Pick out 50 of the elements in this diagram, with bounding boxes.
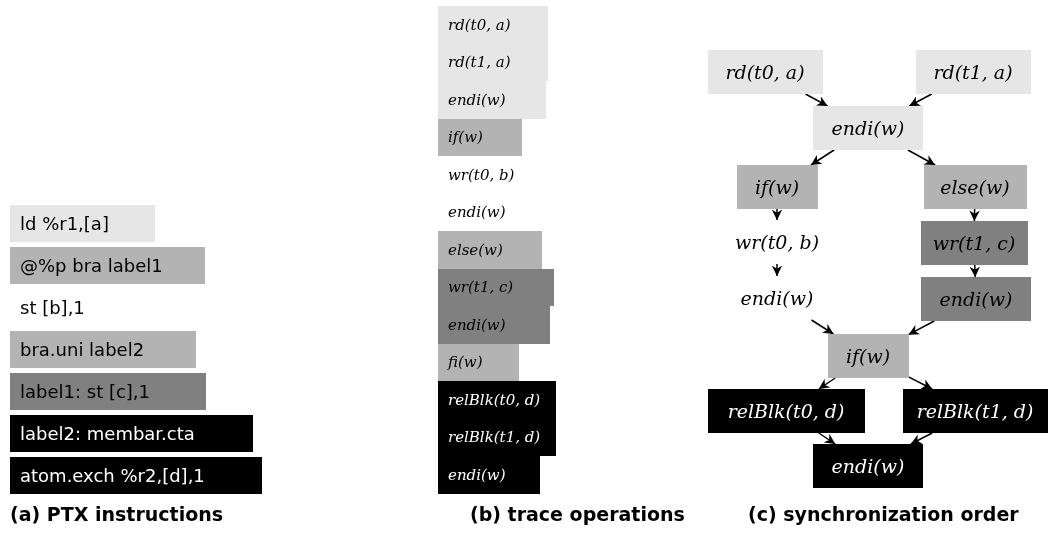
instruction-text: st [b],1 (10, 289, 118, 326)
arrow (910, 432, 933, 445)
operation-text: wr(t0, b) (722, 220, 832, 264)
instruction-box: ld %r1,[a] (10, 205, 155, 242)
operation-box: endi(w) (438, 306, 550, 344)
operation-box: rd(t1, a) (915, 50, 1031, 94)
arrow (907, 320, 936, 336)
arrow (818, 432, 836, 445)
panel-caption: (c) synchronization order (748, 503, 1019, 525)
operation-box: endi(w) (813, 106, 923, 150)
panel-caption: (b) trace operations (470, 503, 685, 525)
operation-box: rd(t0, a) (438, 6, 548, 44)
arrow (810, 319, 835, 335)
operation-box: wr(t1, c) (438, 268, 554, 306)
operation-box: endi(w) (438, 456, 540, 494)
operation-box: rd(t0, a) (707, 50, 823, 94)
instruction-box: atom.exch %r2,[d],1 (10, 457, 262, 494)
operation-box: endi(w) (813, 444, 923, 488)
operation-box: endi(w) (438, 81, 546, 119)
operation-text: wr(t0, b) (438, 156, 538, 194)
arrow (907, 149, 936, 166)
instruction-box: bra.uni label2 (10, 331, 196, 368)
arrow (771, 263, 783, 277)
arrow (804, 93, 829, 107)
arrow (818, 377, 836, 390)
operation-box: else(w) (923, 165, 1027, 209)
operation-box: relBlk(t0, d) (707, 389, 865, 433)
arrow (969, 264, 981, 278)
operation-box: endi(w) (921, 277, 1031, 321)
operation-box: fi(w) (438, 343, 519, 381)
operation-box: relBlk(t1, d) (438, 418, 556, 456)
operation-box: relBlk(t0, d) (438, 381, 556, 419)
arrow (907, 376, 933, 390)
arrow (771, 208, 783, 221)
instruction-box: label1: st [c],1 (10, 373, 206, 410)
operation-text: endi(w) (727, 276, 827, 320)
operation-box: relBlk(t1, d) (902, 389, 1048, 433)
arrow (969, 208, 980, 222)
instruction-box: @%p bra label1 (10, 247, 205, 284)
operation-box: else(w) (438, 231, 542, 269)
operation-box: if(w) (827, 334, 909, 378)
arrow (810, 149, 835, 166)
operation-box: if(w) (736, 165, 818, 209)
operation-box: rd(t1, a) (438, 43, 548, 81)
arrow (908, 93, 933, 107)
operation-box: if(w) (438, 118, 522, 156)
panel-caption: (a) PTX instructions (10, 503, 224, 525)
operation-box: wr(t1, c) (920, 221, 1028, 265)
operation-text: endi(w) (438, 193, 538, 231)
instruction-box: label2: membar.cta (10, 415, 253, 452)
